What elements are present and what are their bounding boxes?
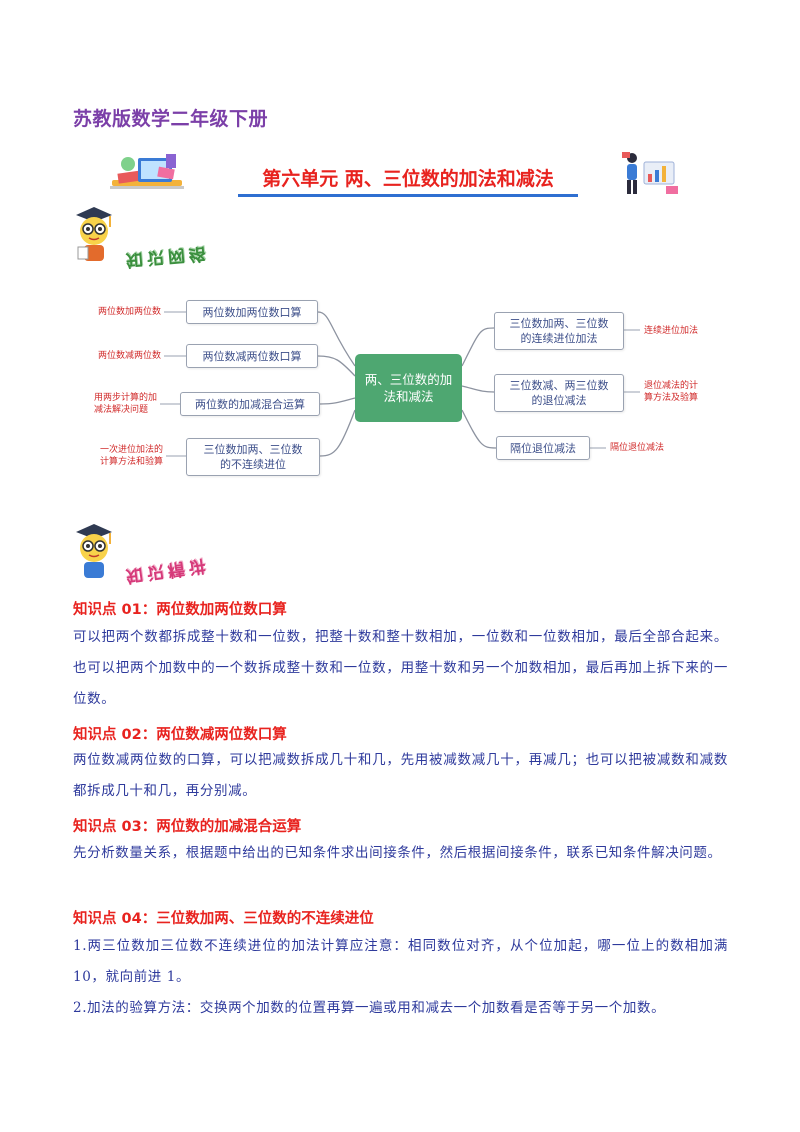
mindmap-connectors [160,311,640,457]
mindmap-leaf: 一次进位加法的 计算方法和验算 [100,445,164,467]
mascot-icon [76,524,112,578]
knowledge-point-text: 先分析数量关系，根据题中给出的已知条件求出间接条件，然后根据间接条件，联系已知条… [73,845,722,861]
knowledge-point-text: 可以把两个数都拆成整十数和一位数，把整十数和整十数相加，一位数和一位数相加，最后… [73,629,728,707]
mindmap-center-node: 两、三位数的加法和减法 [355,354,462,422]
mindmap-node: 三位数加两、三位数 的连续进位加法 [494,312,624,350]
mindmap-node: 两位数加两位数口算 [186,300,318,324]
mindmap-leaf: 用两步计算的加 减法解决问题 [94,393,158,415]
mindmap-node: 隔位退位减法 [496,436,590,460]
unit-title: 第六单元 两、三位数的加法和减法 [238,164,578,197]
mindmap-leaf: 两位数减两位数 [98,351,162,361]
study-illustration-left [110,154,184,189]
mindmap-node: 两位数的加减混合运算 [180,392,320,416]
mindmap-leaf: 两位数加两位数 [98,307,162,317]
knowledge-point-title: 知识点 01：两位数加两位数口算 [73,602,287,618]
mascot-icon [76,207,112,261]
study-illustration-right [622,152,678,194]
section-label-points: 知识精讲 [124,554,211,586]
mindmap-node: 三位数加两、三位数 的不连续进位 [186,438,320,476]
knowledge-point-title: 知识点 02：两位数减两位数口算 [73,727,287,743]
knowledge-point-text: 1.两三位数加三位数不连续进位的加法计算应注意：相同数位对齐，从个位加起，哪一位… [73,938,728,985]
mindmap-leaf: 连续进位加法 [644,326,699,336]
mindmap-leaf: 退位减法的计 算方法及验算 [644,381,699,403]
knowledge-point-title: 知识点 04：三位数加两、三位数的不连续进位 [73,911,374,927]
book-title: 苏教版数学二年级下册 [73,108,269,130]
section-label-network: 知识网络 [125,242,211,270]
knowledge-point-text: 两位数减两位数的口算，可以把减数拆成几十和几，先用被减数减几十，再减几；也可以把… [73,752,728,799]
knowledge-point-title: 知识点 03：两位数的加减混合运算 [73,819,302,835]
mindmap-leaf: 隔位退位减法 [610,443,665,453]
mindmap-node: 两位数减两位数口算 [186,344,318,368]
mindmap-node: 三位数减、两三位数 的退位减法 [494,374,624,412]
knowledge-point-text: 2.加法的验算方法：交换两个加数的位置再算一遍或用和减去一个加数看是否等于另一个… [73,1000,666,1016]
